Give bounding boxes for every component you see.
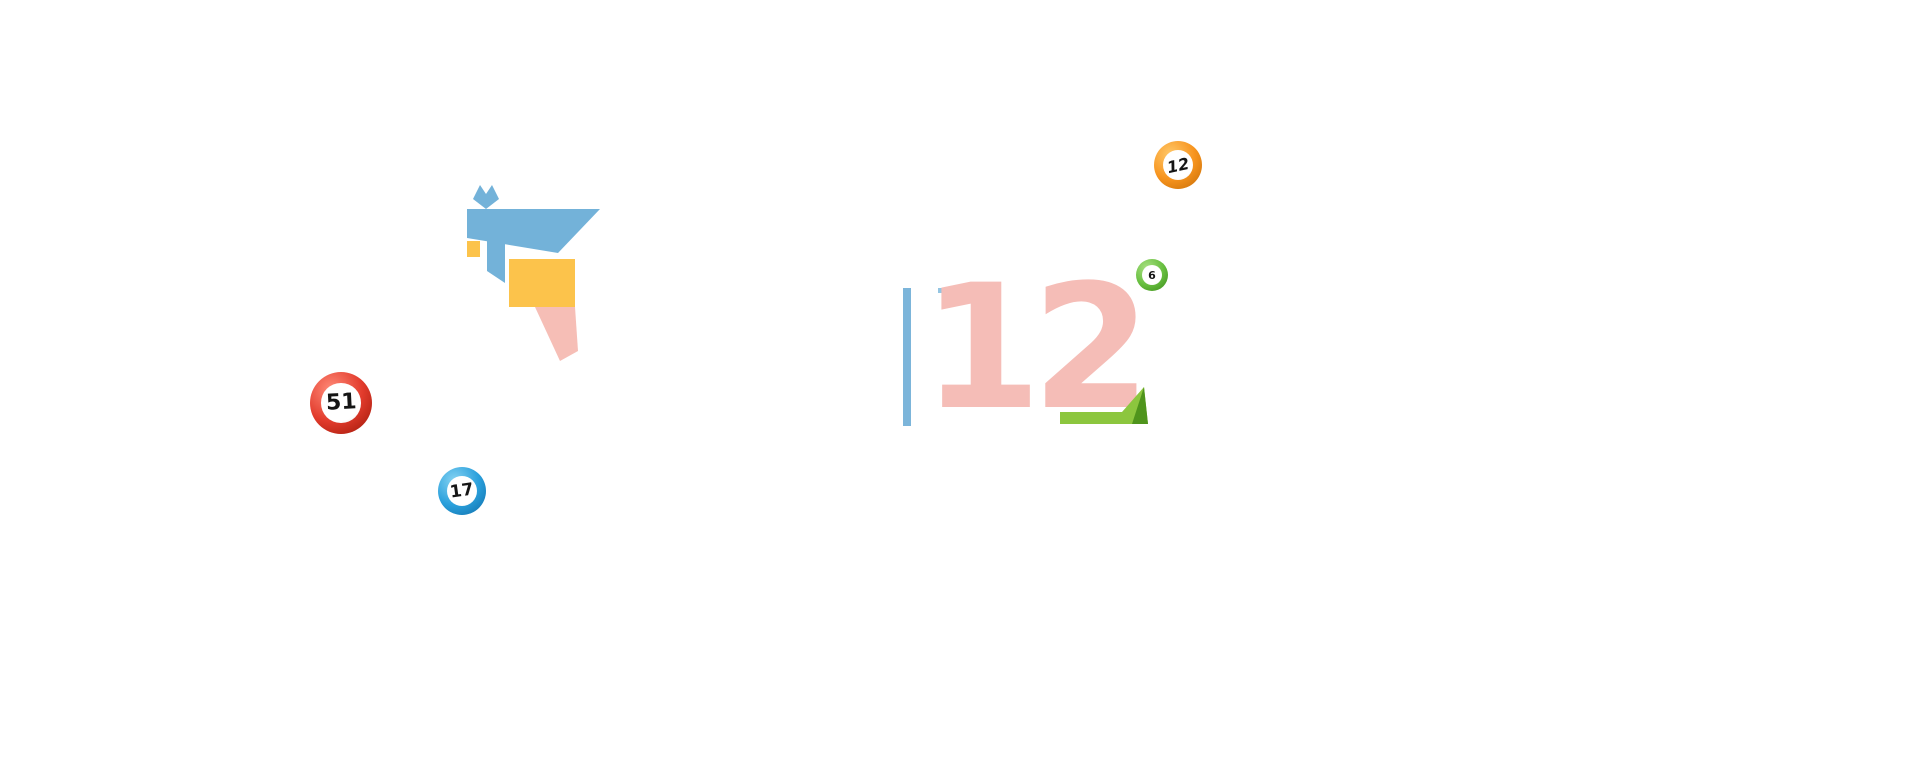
bird-yellow-accent <box>467 241 480 257</box>
blue-vertical-bar <box>903 288 911 426</box>
bingo-ball-face: 51 <box>321 383 361 423</box>
bird-crown-shape <box>473 185 499 209</box>
bingo-ball-17: 17 <box>438 467 486 515</box>
bingo-ball-face: 6 <box>1141 264 1163 286</box>
bingo-ball-12: 12 <box>1154 141 1202 189</box>
swoosh-main-shape <box>1060 387 1148 424</box>
bird-wing-shape <box>467 209 600 253</box>
bingo-ball-6: 6 <box>1136 259 1168 291</box>
bingo-ball-face: 12 <box>1162 149 1194 181</box>
bingo-ball-number: 17 <box>448 479 476 503</box>
bingo-ball-number: 6 <box>1148 268 1156 282</box>
big-number-text: 12 <box>922 247 1151 448</box>
bingo-ball-face: 17 <box>446 475 478 507</box>
swoosh-fold-shape <box>1132 387 1148 424</box>
bingo-ball-number: 51 <box>325 389 357 417</box>
bird-tail-shape <box>535 307 578 361</box>
bird-neck-shape <box>487 213 505 283</box>
bingo-ball-51: 51 <box>310 372 372 434</box>
green-swoosh-icon <box>1060 387 1148 424</box>
origami-bird-logo <box>467 185 600 361</box>
big-number-graphic: 12 <box>896 262 1186 443</box>
bird-body-shape <box>509 259 575 307</box>
blue-horizontal-line <box>938 288 1000 293</box>
bingo-ball-number: 12 <box>1165 153 1191 177</box>
